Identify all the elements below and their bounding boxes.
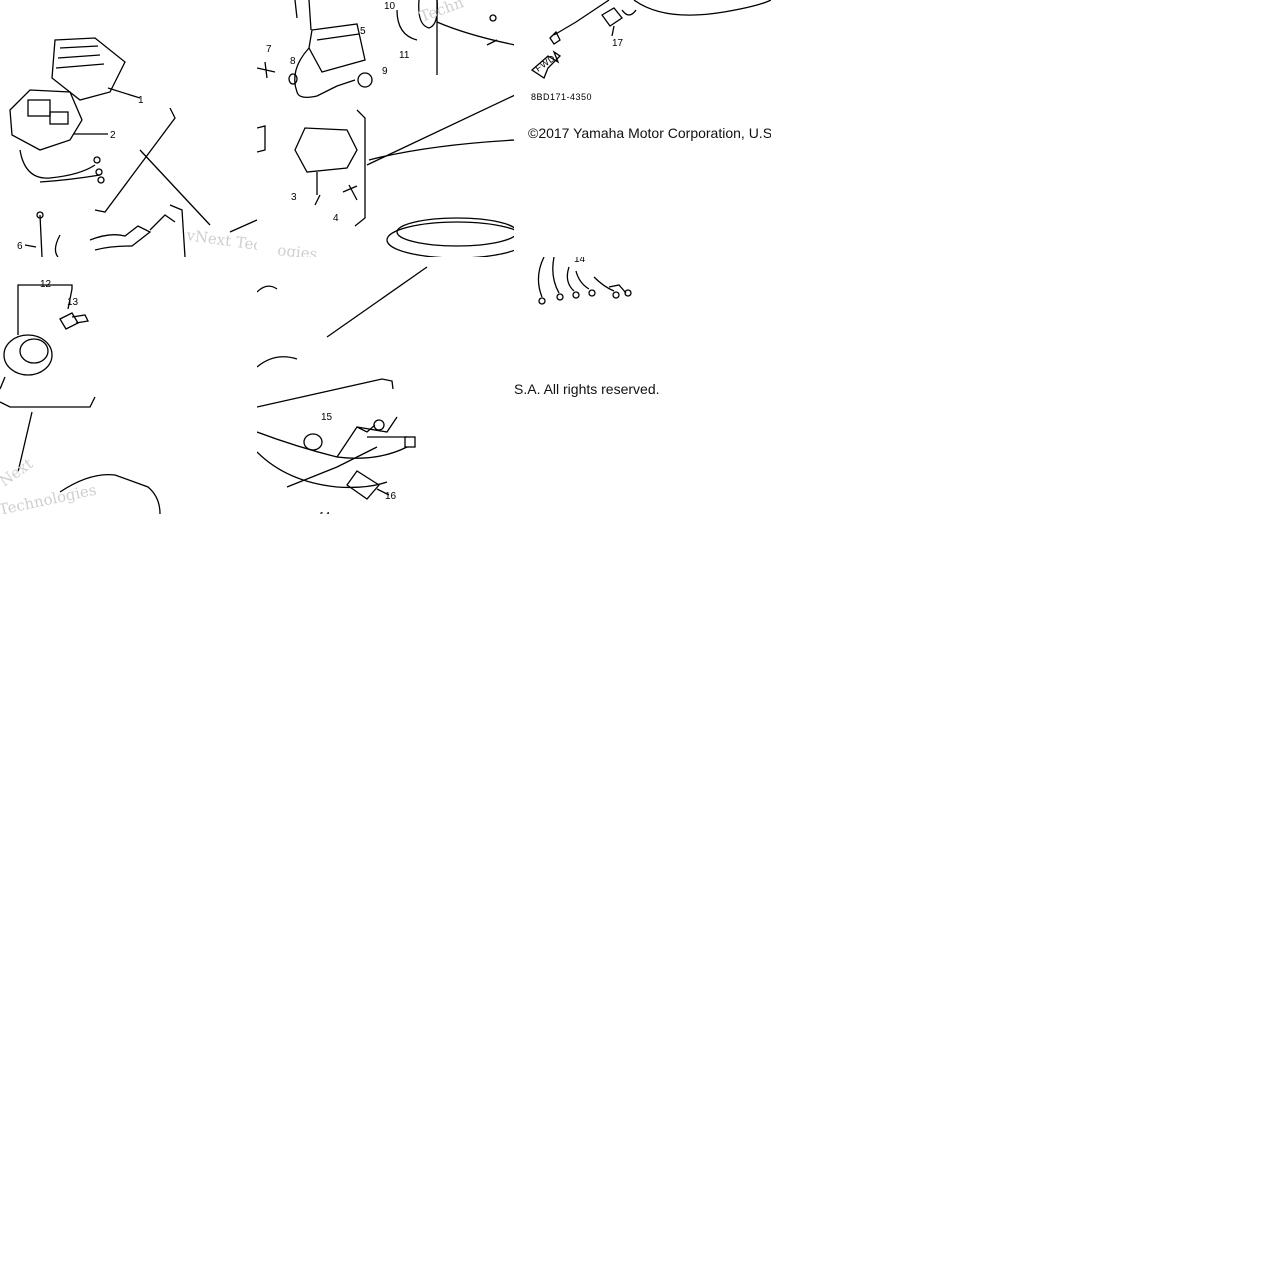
callout-3: 3	[291, 192, 297, 203]
callout-10: 10	[384, 1, 396, 12]
callout-11: 11	[399, 50, 410, 61]
callout-13: 13	[67, 297, 79, 308]
copyright-text-line-2: S.A. All rights reserved.	[514, 381, 660, 397]
cdi-unit-drawing: 1 2 6 vNext Technologies	[9, 37, 257, 257]
main-switch-drawing: 12 13 Next Technologies	[0, 279, 161, 514]
callout-14: 14	[319, 511, 331, 514]
copyright-text-line-1: ©2017 Yamaha Motor Corporation, U.S	[528, 125, 771, 141]
harness-ends-drawing: 14	[537, 257, 632, 305]
callout-9: 9	[382, 66, 388, 77]
callout-6: 6	[17, 241, 23, 252]
watermark-text: Technologies	[0, 481, 98, 514]
ignition-coil-drawing: 5 7 8 9 10 11 3 4 Techn ogies	[257, 0, 514, 257]
callout-16: 16	[385, 491, 397, 502]
callout-4: 4	[333, 213, 339, 224]
diagram-tile-top-left: 1 2 6 vNext Technologies	[0, 0, 257, 257]
diagram-tile-middle-right: 14 S.A. All rights reserved.	[514, 257, 771, 514]
diagram-tile-top-center: 5 7 8 9 10 11 3 4 Techn ogies	[257, 0, 514, 257]
callout-1: 1	[138, 95, 144, 106]
watermark-text: Techn	[417, 0, 466, 26]
callout-15: 15	[321, 412, 333, 423]
watermark-text: vNext Technologies	[184, 226, 257, 257]
diagram-tile-middle-center: 15 16 14	[257, 257, 514, 514]
callout-2: 2	[110, 130, 116, 141]
callout-7: 7	[266, 44, 272, 55]
fwd-label: FWD	[533, 53, 557, 74]
part-code: 8BD171-4350	[531, 92, 592, 102]
diagram-tile-middle-left: 12 13 Next Technologies	[0, 257, 257, 514]
watermark-text: Next	[0, 455, 36, 491]
callout-14-right: 14	[574, 257, 586, 265]
fwd-arrow-drawing: 17 FWD 8BD171-4350	[530, 0, 771, 102]
diagram-tile-top-right: 17 FWD 8BD171-4350 ©2017 Yamaha Motor Co…	[514, 0, 771, 257]
callout-5: 5	[360, 26, 366, 37]
wire-harness-drawing: 15 16 14	[257, 266, 428, 514]
callout-17: 17	[612, 38, 624, 49]
watermark-text: ogies	[277, 241, 319, 257]
callout-12: 12	[40, 279, 52, 290]
callout-8: 8	[290, 56, 296, 67]
